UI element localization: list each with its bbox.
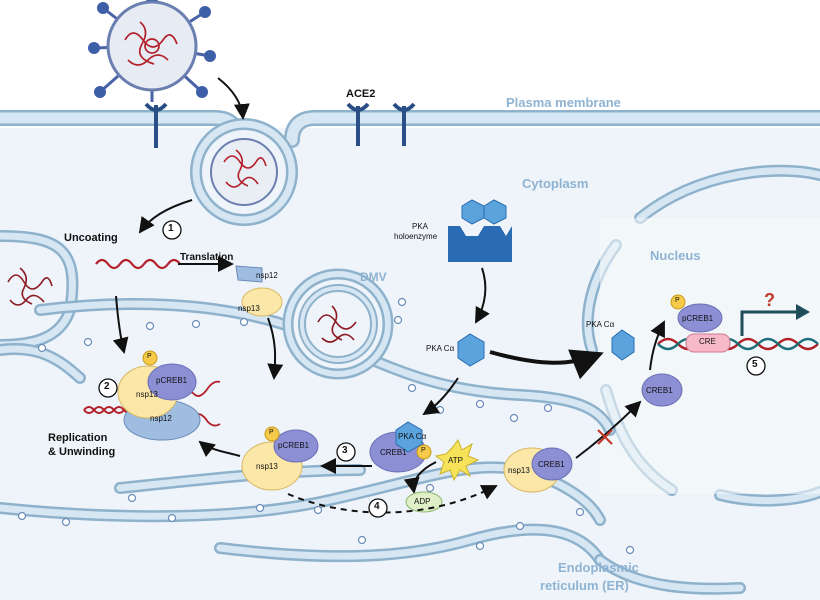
- step-5-number: 5: [752, 359, 758, 370]
- arrow-to-replication-3: [198, 440, 241, 457]
- phospho-nuclear: [670, 294, 686, 310]
- pka-c-complex-label: PKA Cα: [398, 432, 427, 441]
- atp-to-adp-arrow: [403, 461, 437, 494]
- sars-cov-2-virion: [88, 0, 216, 102]
- pka-c-nuclear-label: PKA Cα: [586, 320, 615, 329]
- nsp13-protein: [241, 287, 283, 317]
- pka-release-arrow: [475, 267, 490, 324]
- nsp13-creb1-complex: [503, 447, 573, 493]
- internalized-virion: [210, 138, 278, 206]
- er-label-line1: Endoplasmic: [558, 560, 639, 575]
- step-1-number: 1: [168, 223, 174, 234]
- dmv-label: DMV: [360, 270, 387, 284]
- nsp12-free-label: nsp12: [256, 271, 278, 280]
- ace2-receptor-2: [392, 102, 416, 146]
- replication-complex: [83, 350, 221, 441]
- pcreb1-nuclear: [677, 303, 723, 333]
- replication-label-2: & Unwinding: [48, 446, 116, 458]
- translation-label: Translation: [180, 252, 234, 263]
- er-label-line2: reticulum (ER): [540, 578, 629, 593]
- pka-holoenzyme-label-2: holoenzyme: [394, 232, 438, 241]
- nsp13-blocked-label: nsp13: [508, 466, 530, 475]
- internalized-rna: [223, 149, 267, 188]
- ace2-label: ACE2: [346, 88, 376, 100]
- endocytosis-arrow: [217, 77, 250, 120]
- nucleus-label: Nucleus: [650, 248, 701, 263]
- p-nuclear-label: P: [675, 297, 680, 304]
- pka-c-free-label: PKA Cα: [426, 344, 455, 353]
- replication-label-1: Replication: [48, 432, 108, 444]
- pka-holoenzyme-label-1: PKA: [412, 222, 429, 231]
- pka-nuclear-import-arrow: [489, 349, 604, 380]
- pka-c-nuclear: [611, 329, 635, 361]
- ace2-receptor-1: [346, 102, 370, 146]
- step-2-number: 2: [104, 381, 110, 392]
- cre-label: CRE: [699, 337, 716, 346]
- pka-c-free: [457, 333, 485, 367]
- cre-element: [685, 333, 731, 353]
- question-mark: ?: [764, 290, 775, 310]
- double-membrane-vesicle: [282, 268, 394, 380]
- p-complex-label: P: [421, 447, 426, 454]
- plasma-membrane-label: Plasma membrane: [506, 95, 621, 110]
- nsp13-free-label: nsp13: [238, 304, 260, 313]
- nsp13-step3-label: nsp13: [256, 462, 278, 471]
- uncoating-arrow: [138, 199, 193, 234]
- ace2-receptor-bound: [144, 102, 168, 148]
- pka-to-creb-arrow: [422, 377, 459, 416]
- step-3-number: 3: [342, 445, 348, 456]
- nsp12-replication-label: nsp12: [150, 414, 172, 423]
- creb1-complex-label: CREB1: [380, 448, 407, 457]
- creb1-nuclear: [641, 373, 683, 407]
- creb1-blocked-label: CREB1: [538, 460, 565, 469]
- nsp13-replication-label: nsp13: [136, 390, 158, 399]
- creb-phosphorylation-arrow: [649, 320, 665, 371]
- arrow-to-replication-1: [112, 295, 129, 354]
- transcription-start-arrow: [740, 310, 796, 336]
- nucleoplasm: [600, 218, 820, 494]
- uncoating-label: Uncoating: [64, 232, 118, 244]
- nsp12-protein: [235, 265, 263, 283]
- blocked-x-icon: [597, 429, 613, 445]
- pcreb1-step3-label: pCREB1: [278, 441, 310, 450]
- nsp13-pcreb1-complex: [241, 426, 319, 491]
- step-circles: [98, 220, 766, 518]
- pka-holoenzyme: [448, 199, 512, 262]
- atp-label: ATP: [448, 456, 463, 465]
- creb1-nuclear-label: CREB1: [646, 386, 673, 395]
- adp-label: ADP: [414, 497, 431, 506]
- pka-creb1-complex: [369, 421, 432, 473]
- arrow-to-replication-2: [267, 317, 284, 380]
- pcreb1-replication-label: pCREB1: [156, 376, 188, 385]
- cytoplasm-label: Cytoplasm: [522, 176, 589, 191]
- viral-rna-strand: [95, 258, 181, 270]
- viral-rna-cluster: [7, 267, 53, 306]
- dna-helix: [657, 337, 819, 351]
- pcreb1-nuclear-label: pCREB1: [682, 314, 714, 323]
- p-step3-label: P: [269, 429, 274, 436]
- ribosomes: [17, 297, 635, 555]
- atp-burst: [434, 438, 480, 482]
- blocked-import-arrow: [575, 400, 642, 459]
- p-replication-label: P: [147, 353, 152, 360]
- step-4-number: 4: [374, 501, 380, 512]
